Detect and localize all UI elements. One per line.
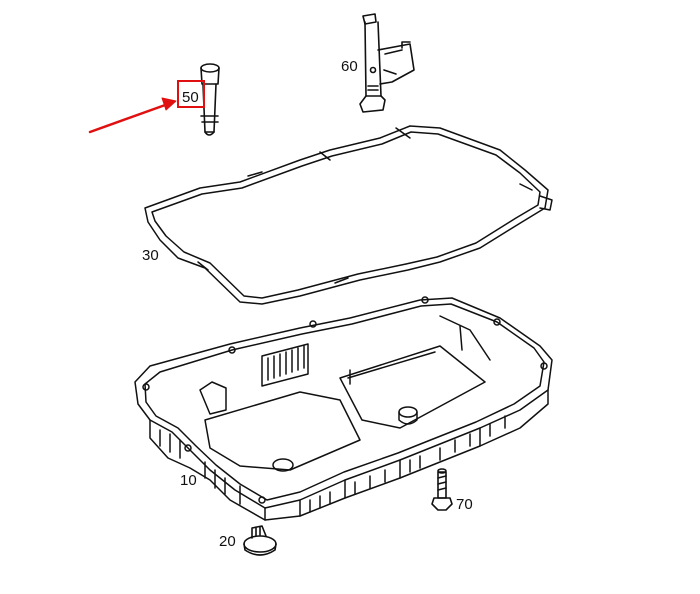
highlight-box-50 [177, 80, 205, 108]
part-20-drain-plug [243, 525, 277, 556]
part-50-pin [200, 63, 220, 136]
part-60-filler-tube [359, 13, 415, 113]
part-label-10: 10 [180, 472, 197, 489]
part-30-gasket [144, 125, 553, 305]
part-70-bolt [431, 468, 453, 511]
part-label-20: 20 [219, 533, 236, 550]
part-label-70: 70 [456, 496, 473, 513]
part-label-60: 60 [341, 58, 358, 75]
part-label-30: 30 [142, 247, 159, 264]
highlight-arrow [88, 97, 177, 134]
part-label-50: 50 [182, 89, 199, 106]
part-10-oil-pan [134, 296, 553, 521]
